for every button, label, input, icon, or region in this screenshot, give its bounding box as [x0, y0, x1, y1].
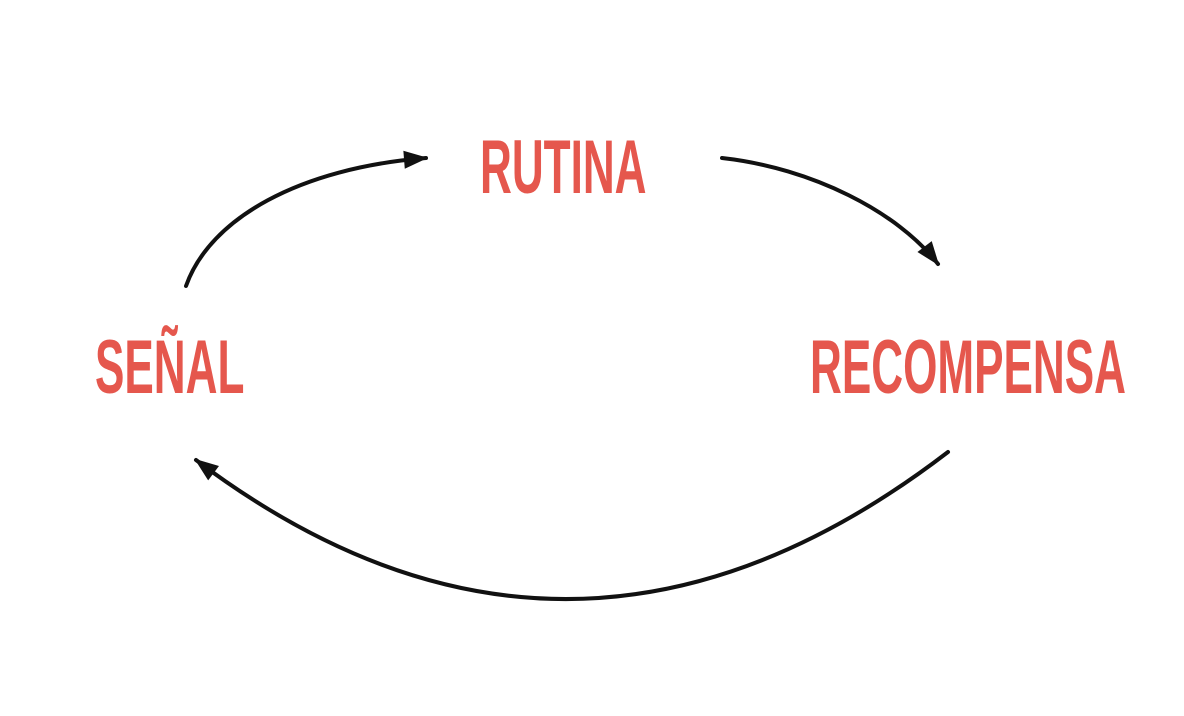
node-label-senal: SEÑAL	[95, 325, 245, 410]
node-label-recompensa: RECOMPENSA	[810, 325, 1126, 410]
arrow-senal-to-rutina	[184, 150, 428, 288]
node-label-rutina: RUTINA	[480, 125, 647, 210]
arrow-rutina-to-recompensa	[720, 156, 940, 266]
arrow-recompensa-to-senal	[194, 450, 950, 601]
